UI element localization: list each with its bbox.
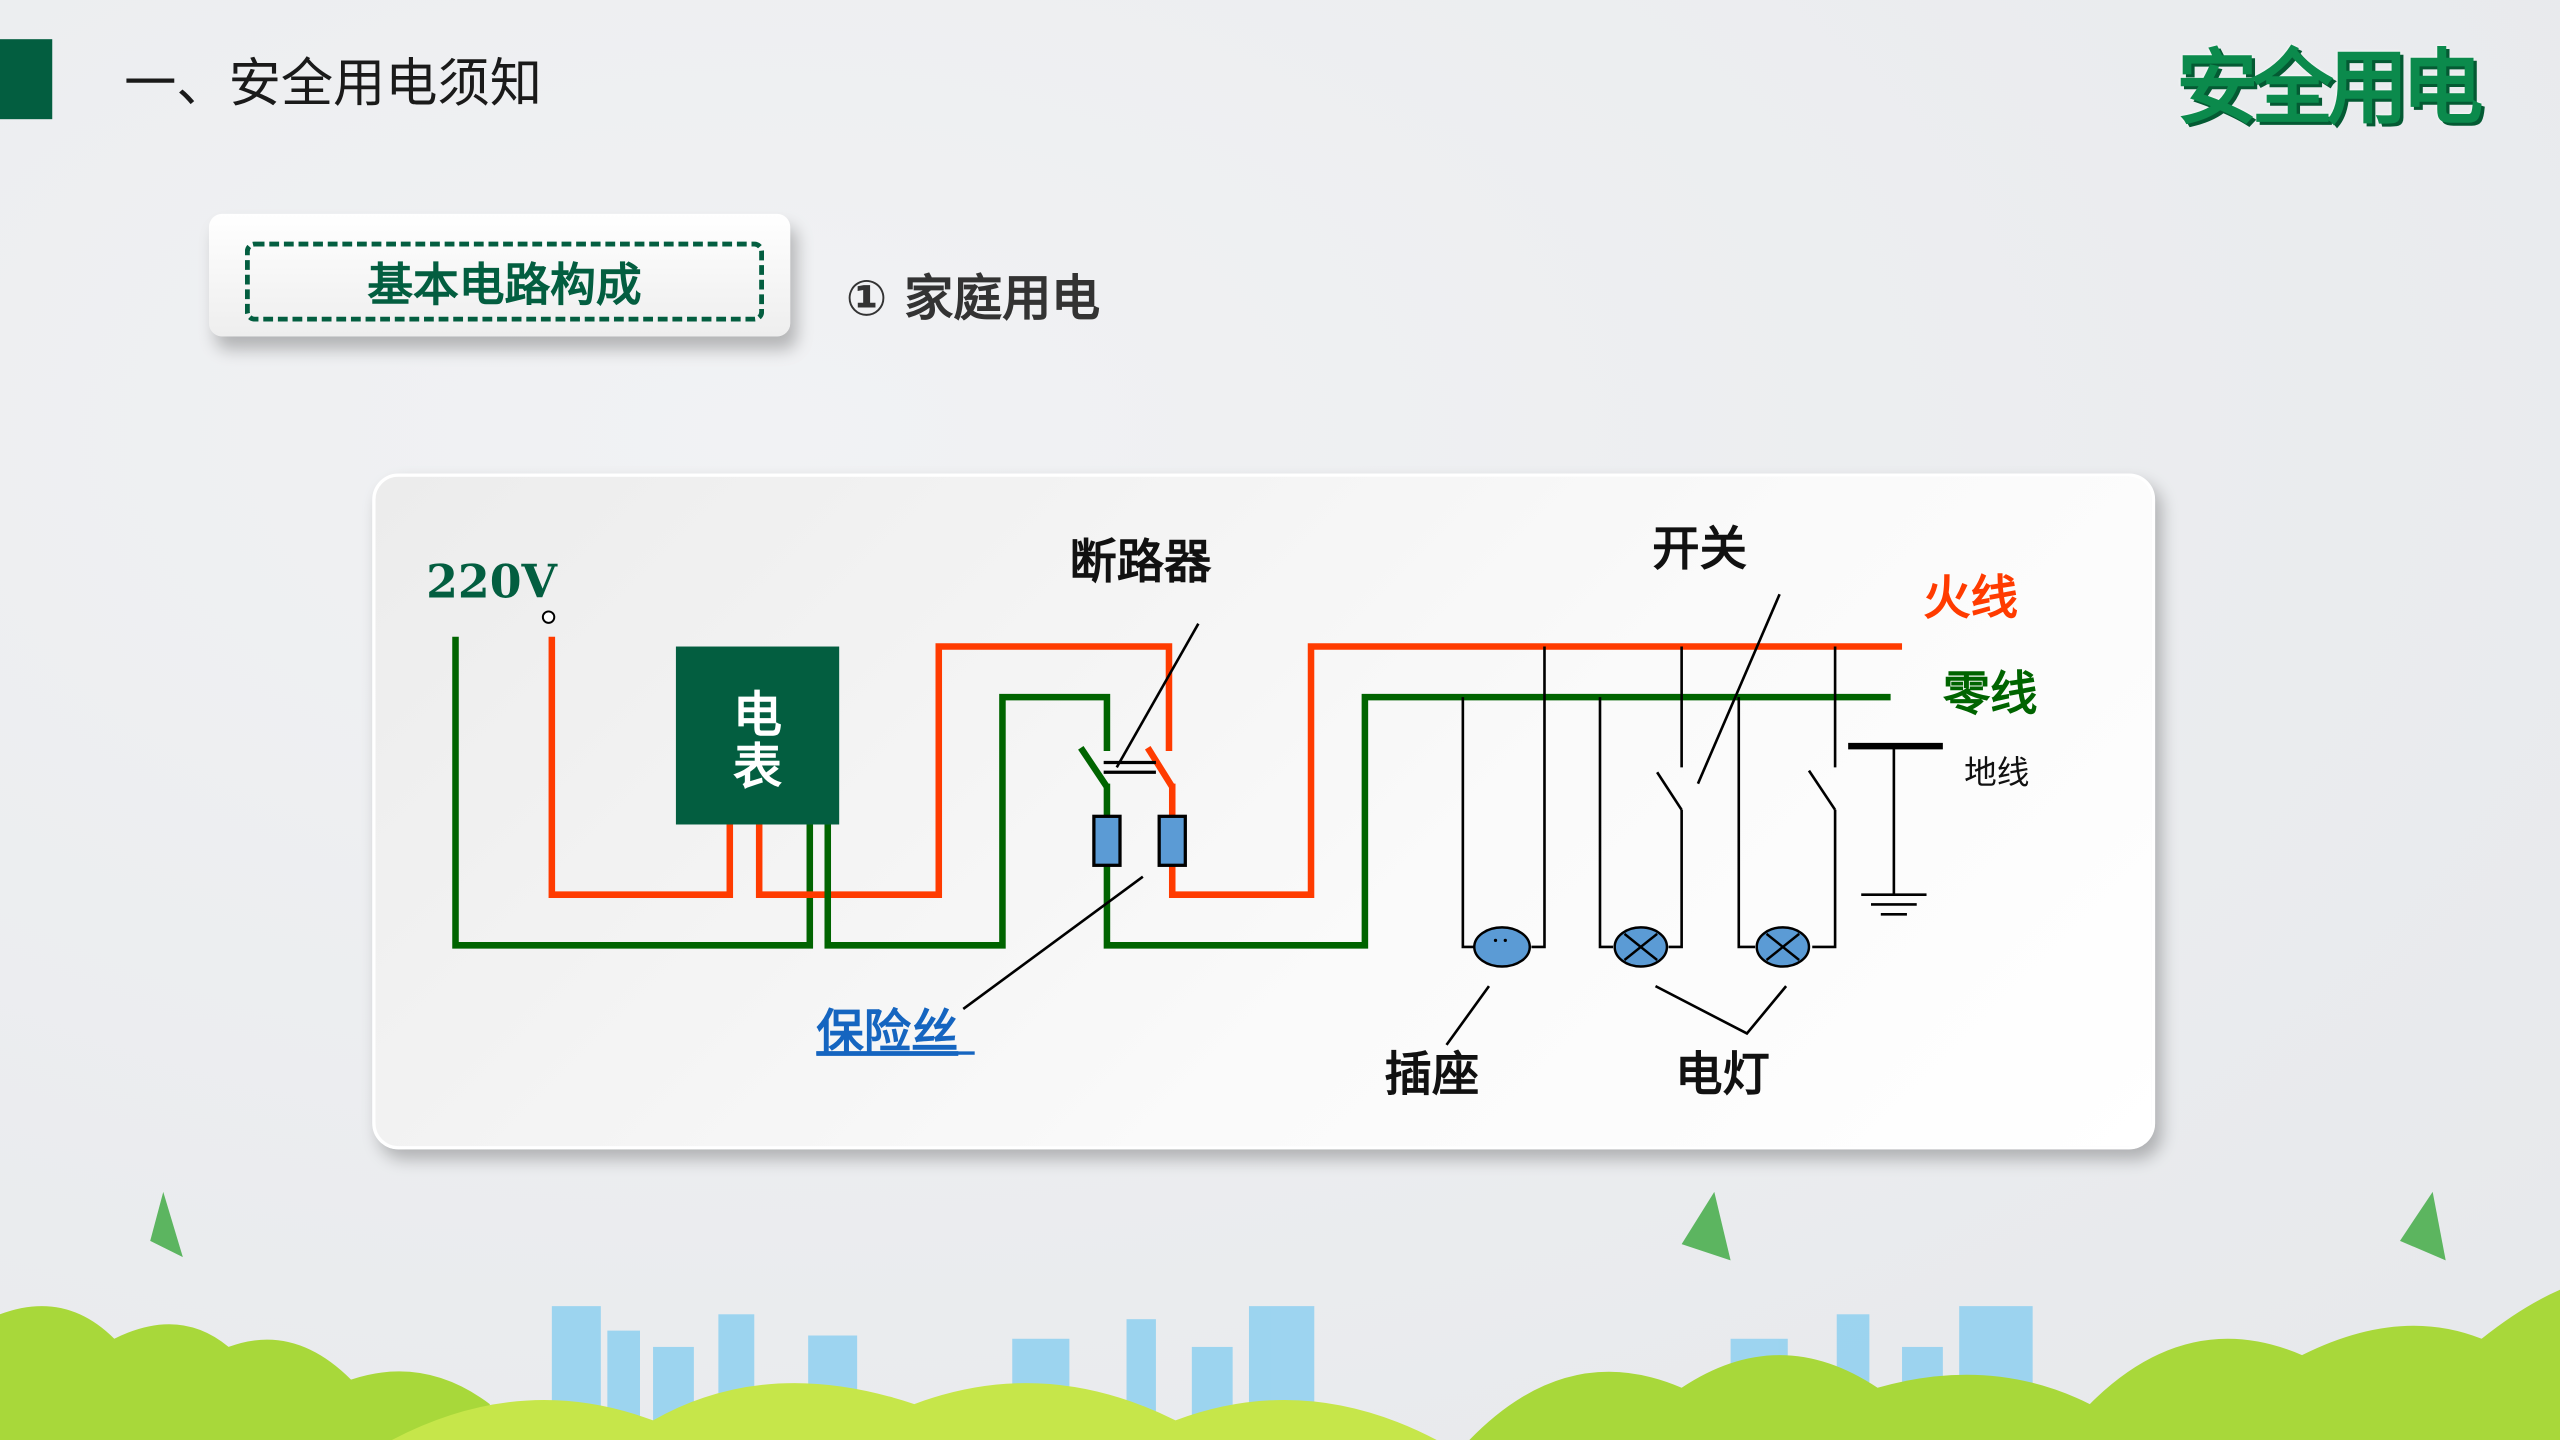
breaker-blade-neutral	[1078, 745, 1110, 789]
meter-label: 电	[733, 686, 782, 743]
breaker-label: 断路器	[1069, 535, 1212, 590]
page-title: 一、安全用电须知	[124, 52, 543, 115]
fuse-live	[1157, 814, 1187, 867]
section-tag-label: 基本电路构成	[244, 241, 765, 322]
section-tag: 基本电路构成	[208, 213, 791, 337]
lamp-icon	[1755, 926, 1811, 968]
lamp-pointer	[1654, 984, 1788, 1036]
live-wire-in	[548, 636, 734, 898]
fuse-pointer	[962, 875, 1144, 1011]
fuse-neutral	[1092, 814, 1122, 867]
live-main	[1168, 643, 1903, 898]
neutral-main	[1103, 693, 1891, 949]
ground-wire-label: 地线	[1964, 754, 2029, 792]
switch-pointer	[1696, 593, 1781, 785]
fuse-label: 保险丝	[816, 1005, 958, 1060]
breaker-blade-live	[1144, 746, 1176, 789]
bushes	[0, 1306, 490, 1440]
city-skyline-decoration	[0, 1289, 2560, 1440]
diagram-panel	[372, 473, 2156, 1150]
title-accent-bar	[0, 39, 53, 120]
neutral-wire-label: 零线	[1943, 667, 2038, 722]
breaker-pointer	[1115, 623, 1200, 768]
voltage-label: 220V	[426, 555, 558, 609]
live-wire-meter-breaker	[755, 643, 1173, 898]
socket-wires	[1461, 697, 1475, 949]
lamp1-wires	[1598, 697, 1614, 949]
meter-label: 表	[733, 739, 782, 796]
electric-meter	[675, 646, 840, 825]
logo: 安全用电	[2176, 40, 2483, 136]
section-subtitle: ① 家庭用电	[845, 271, 1101, 329]
lamp-icon	[1613, 926, 1669, 968]
neutral-wire-meter-breaker	[824, 693, 1111, 949]
socket-label: 插座	[1384, 1048, 1479, 1103]
switch-label: 开关	[1652, 522, 1747, 577]
butterfly-icon	[150, 1191, 2446, 1261]
neutral-wire-in	[452, 636, 814, 949]
terminal-icon	[541, 610, 556, 624]
socket-pointer	[1445, 985, 1491, 1046]
lamp2-wires	[1737, 697, 1756, 949]
live-wire-label: 火线	[1923, 571, 2018, 626]
socket-icon	[1473, 926, 1532, 968]
lamp-label: 电灯	[1675, 1048, 1770, 1103]
